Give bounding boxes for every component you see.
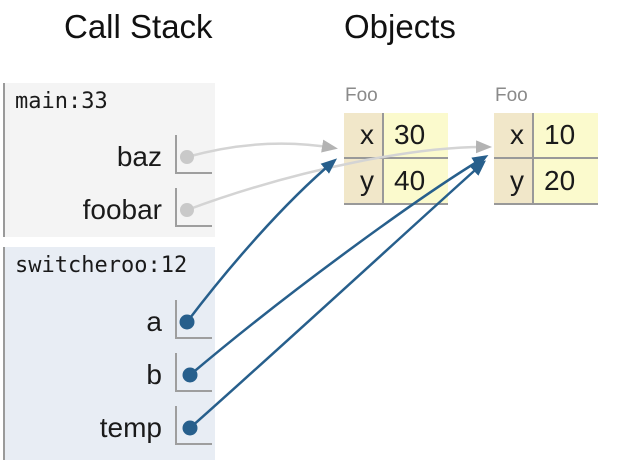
object-1-row-x: x 10: [494, 113, 598, 159]
object-0-row-y: y 40: [344, 158, 448, 205]
objects-title: Objects: [344, 8, 456, 45]
object-0-table: x 30 y 40: [344, 113, 448, 205]
object-0-value-y: 40: [383, 158, 448, 205]
object-1-row-y: y 20: [494, 158, 598, 205]
object-0-class-label: Foo: [345, 85, 378, 106]
object-1-key-x: x: [494, 113, 534, 159]
object-1: Foo x 10 y 20: [494, 84, 598, 205]
object-0-value-x: 30: [383, 113, 448, 159]
variable-temp: temp: [99, 412, 162, 443]
object-1-value-y: 20: [533, 158, 598, 205]
variable-a: a: [146, 306, 162, 337]
variable-foobar: foobar: [82, 194, 162, 225]
object-1-value-x: 10: [533, 113, 598, 159]
frame-label-switcheroo: switcheroo:12: [15, 253, 188, 278]
object-0-key-x: x: [344, 113, 384, 159]
frame-label-main: main:33: [15, 89, 108, 114]
object-1-table: x 10 y 20: [494, 113, 598, 205]
object-1-class-label: Foo: [495, 85, 528, 106]
object-0: Foo x 30 y 40: [344, 84, 448, 205]
variable-b: b: [146, 359, 162, 390]
object-1-key-y: y: [494, 158, 534, 205]
object-0-key-y: y: [344, 158, 384, 205]
variable-baz: baz: [116, 141, 162, 172]
call-stack-title: Call Stack: [64, 8, 213, 45]
object-0-row-x: x 30: [344, 113, 448, 159]
